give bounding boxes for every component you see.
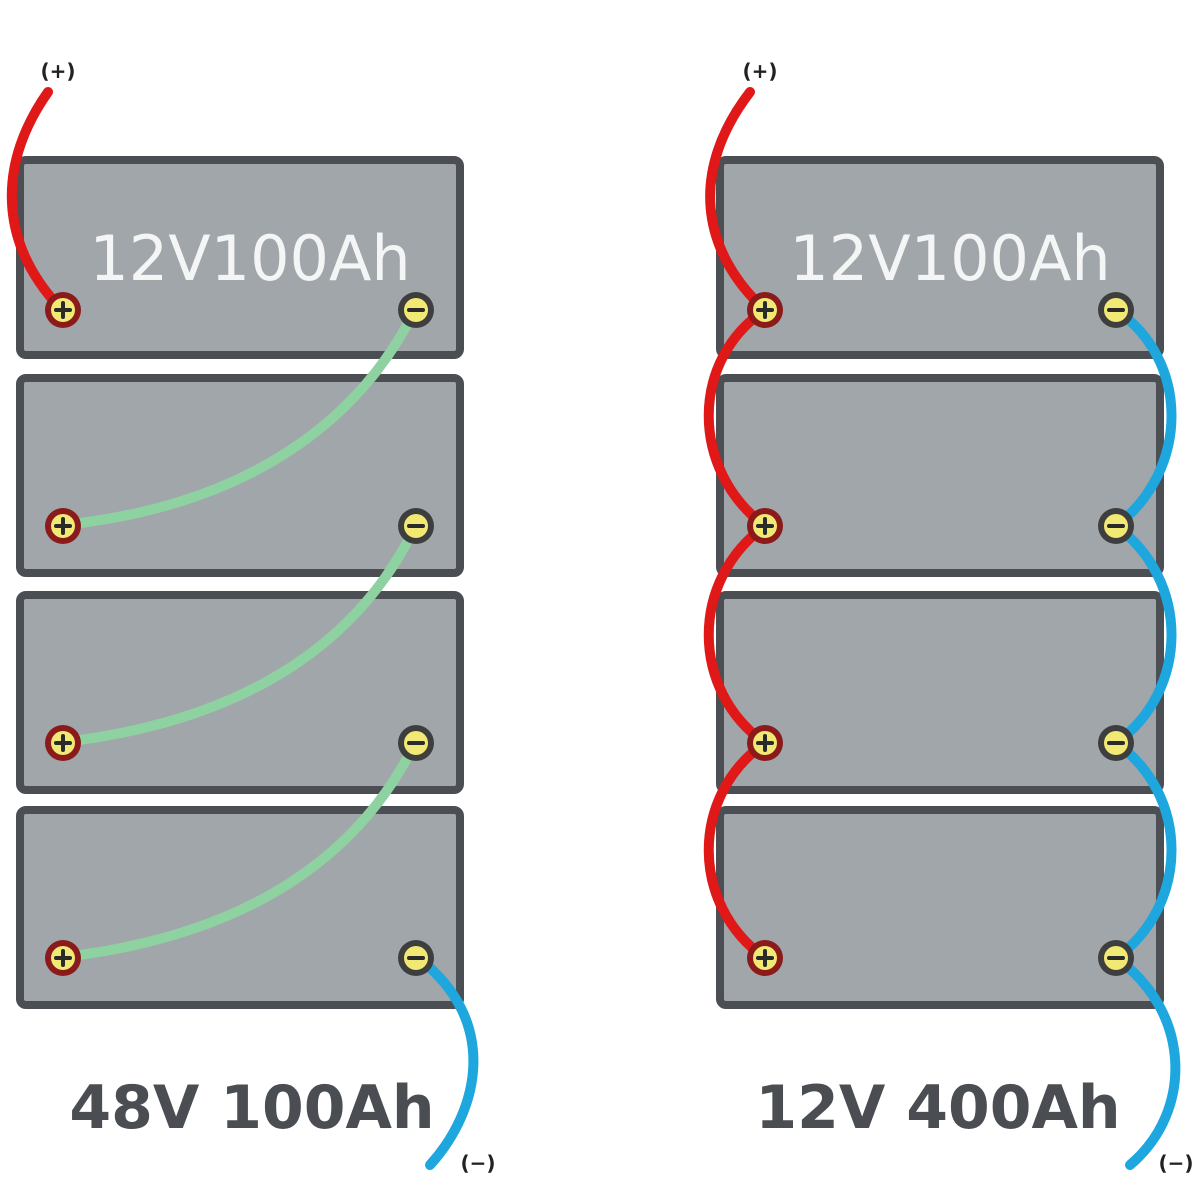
minus-circle-icon xyxy=(398,508,434,544)
minus-circle-icon xyxy=(1098,725,1134,761)
minus-circle-icon xyxy=(1098,292,1134,328)
parallel-caption: 12V 400Ah xyxy=(755,1073,1120,1143)
minus-circle-icon xyxy=(398,292,434,328)
series-link-2-3 xyxy=(59,522,420,747)
series-configuration: 12V100Ah xyxy=(6,59,496,1175)
parallel-battery-3 xyxy=(716,591,1164,794)
series-positive-lead-label: (+) xyxy=(40,59,75,83)
plus-circle-icon xyxy=(747,292,783,328)
minus-circle-icon xyxy=(398,725,434,761)
plus-circle-icon xyxy=(747,940,783,976)
parallel-battery-4 xyxy=(716,806,1164,1009)
series-battery-1-label: 12V100Ah xyxy=(89,222,410,295)
minus-circle-icon xyxy=(1098,940,1134,976)
plus-circle-icon xyxy=(45,725,81,761)
parallel-battery-1-label: 12V100Ah xyxy=(789,222,1110,295)
parallel-positive-lead-label: (+) xyxy=(742,59,777,83)
parallel-negative-lead-label: (−) xyxy=(1158,1151,1193,1175)
minus-circle-icon xyxy=(398,940,434,976)
series-negative-lead-label: (−) xyxy=(460,1151,495,1175)
parallel-configuration: 12V100Ah xyxy=(703,59,1194,1175)
series-negative-cable xyxy=(412,952,479,1170)
parallel-battery-2 xyxy=(716,374,1164,577)
plus-circle-icon xyxy=(45,940,81,976)
series-caption: 48V 100Ah xyxy=(69,1073,434,1143)
plus-circle-icon xyxy=(747,508,783,544)
minus-circle-icon xyxy=(1098,508,1134,544)
plus-circle-icon xyxy=(45,292,81,328)
series-positive-cable xyxy=(6,87,67,315)
series-link-1-2 xyxy=(59,305,420,530)
plus-circle-icon xyxy=(747,725,783,761)
plus-circle-icon xyxy=(45,508,81,544)
series-link-3-4 xyxy=(59,738,420,962)
